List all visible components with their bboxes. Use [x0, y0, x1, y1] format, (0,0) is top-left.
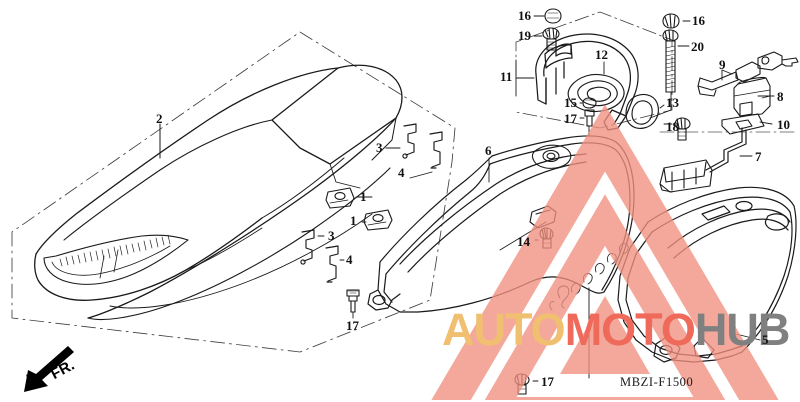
callout-3-upper: 3 [376, 140, 383, 155]
callout-5: 5 [762, 332, 769, 347]
watermark-text-moto: MOTO [564, 304, 696, 355]
callout-6: 6 [485, 143, 492, 158]
callout-15: 15 [564, 95, 577, 110]
callout-16-left: 16 [518, 8, 531, 23]
callout-18: 18 [666, 119, 679, 134]
callout-13: 13 [666, 95, 679, 110]
callout-17-cowl: 17 [541, 374, 554, 389]
front-direction-arrow-icon [24, 346, 74, 392]
callout-9: 9 [719, 57, 726, 72]
callout-8: 8 [777, 89, 784, 104]
callout-20: 20 [691, 39, 704, 54]
callout-1-lower: 1 [350, 213, 357, 228]
callout-11: 11 [500, 69, 513, 84]
callout-3-lower: 3 [328, 228, 335, 243]
callout-4-upper: 4 [398, 165, 405, 180]
callout-4-lower: 4 [346, 252, 353, 267]
watermark-text-auto: AUTO [442, 304, 566, 355]
callout-2: 2 [156, 111, 163, 126]
callout-16-right: 16 [692, 13, 705, 28]
watermark-text-hub: HUB [694, 304, 790, 355]
callout-14: 14 [517, 234, 530, 249]
callout-17-seat: 17 [346, 318, 359, 333]
callout-19: 19 [518, 28, 531, 43]
callout-10: 10 [777, 117, 790, 132]
callout-17-rail: 17 [564, 111, 577, 126]
callout-1-upper: 1 [360, 189, 367, 204]
part-number-label: MBZI-F1500 [620, 375, 694, 389]
callout-12: 12 [595, 47, 608, 62]
callout-7: 7 [755, 149, 762, 164]
